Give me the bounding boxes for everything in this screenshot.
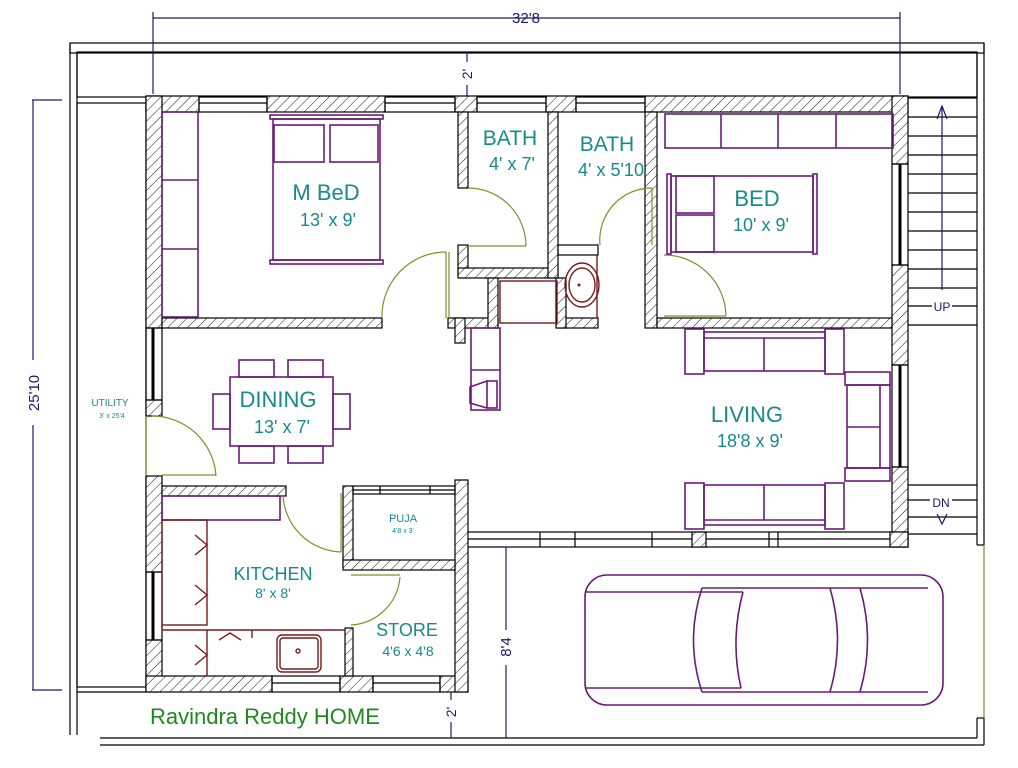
bed-name: BED xyxy=(734,186,779,211)
car xyxy=(584,574,944,706)
bottom-setback-label: 2' xyxy=(443,707,459,717)
window-right xyxy=(891,163,909,468)
toilet-counter xyxy=(499,280,558,324)
dining-name: DINING xyxy=(240,387,317,412)
wardrobe-master xyxy=(161,111,199,318)
bath2-size: 4' x 5'10 xyxy=(578,160,644,180)
kitchen-counter xyxy=(161,495,345,676)
bed-size: 10' x 9' xyxy=(733,215,789,235)
labels: 32'8 25'10 2' 2' 8'4 M BeD 13' x 9' BATH… xyxy=(26,10,950,729)
parking-depth-label: 8'4 xyxy=(498,637,515,657)
window-top xyxy=(198,95,646,113)
dining-table xyxy=(212,359,351,464)
drawing-title: Ravindra Reddy HOME xyxy=(150,704,380,729)
walls xyxy=(145,95,909,693)
living-size: 18'8 x 9' xyxy=(717,431,783,451)
door-kitchen xyxy=(282,495,342,553)
kitchen-name: KITCHEN xyxy=(233,564,312,584)
bed-master xyxy=(269,114,384,265)
sofa-bottom xyxy=(684,482,845,530)
door-store xyxy=(350,576,401,626)
bed-2 xyxy=(666,173,818,255)
staircase xyxy=(908,97,977,535)
kitchen-size: 8' x 8' xyxy=(255,585,291,601)
stair-up-label: UP xyxy=(934,300,951,314)
wash-basin xyxy=(564,255,600,318)
dimension-lines xyxy=(32,12,901,738)
plot-boundary xyxy=(69,42,985,746)
utility-name: UTILITY xyxy=(91,398,129,409)
door-mbed xyxy=(381,251,447,319)
store-size: 4'6 x 4'8 xyxy=(382,643,433,659)
stair-down-arrow xyxy=(936,513,948,526)
overall-width-label: 32'8 xyxy=(512,10,540,27)
door-bath2 xyxy=(599,187,653,246)
wardrobe-bed xyxy=(664,113,894,149)
door-bath1 xyxy=(467,187,527,247)
bath1-name: BATH xyxy=(483,127,537,150)
doors xyxy=(145,187,727,626)
bath1-size: 4' x 7' xyxy=(489,154,535,174)
dining-size: 13' x 7' xyxy=(254,417,310,437)
bath2-name: BATH xyxy=(580,133,634,156)
puja-name: PUJA xyxy=(389,513,418,525)
sofa-right xyxy=(844,371,891,482)
overall-depth-label: 25'10 xyxy=(26,375,43,411)
master-bed-name: M BeD xyxy=(292,180,359,205)
master-bed-size: 13' x 9' xyxy=(300,210,356,230)
sofa-top xyxy=(684,328,845,375)
living-name: LIVING xyxy=(711,402,783,427)
utility-size: 3' x 25'4 xyxy=(99,413,125,420)
puja-size: 4'8 x 3' xyxy=(392,528,414,535)
door-utility xyxy=(151,415,217,477)
door-bed xyxy=(663,254,727,317)
store-name: STORE xyxy=(376,620,438,640)
tv-unit xyxy=(469,327,501,411)
stair-down-label: DN xyxy=(932,496,949,510)
top-setback-label: 2' xyxy=(459,69,475,79)
